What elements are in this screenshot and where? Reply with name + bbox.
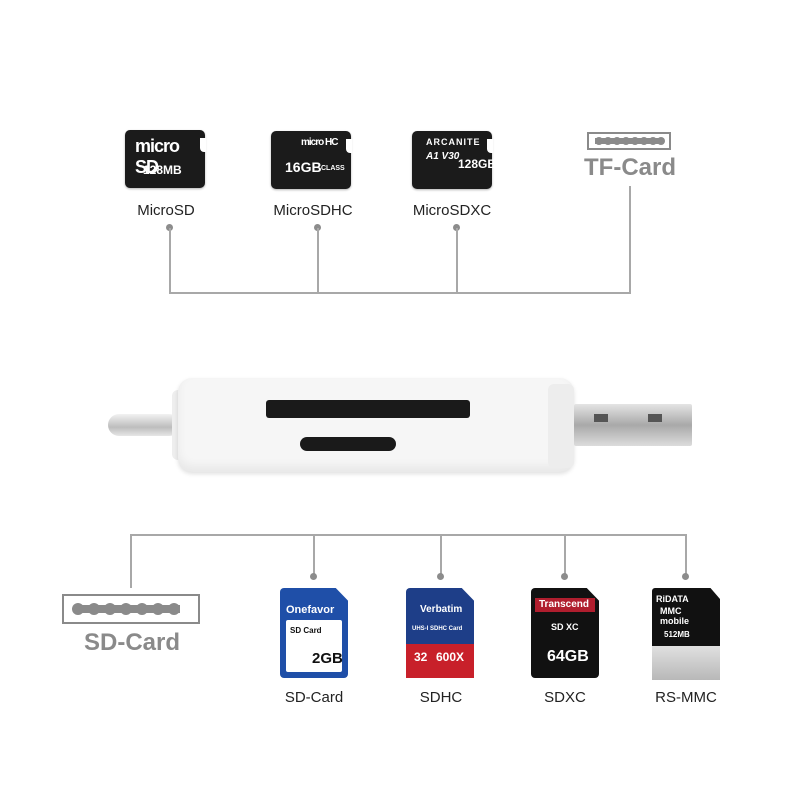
connector-line (685, 534, 687, 576)
connector-line (130, 534, 132, 588)
sd-slot (266, 400, 470, 418)
usb-a-hole (594, 414, 608, 422)
connector-line (317, 228, 319, 293)
tf-slot (300, 437, 396, 451)
microsdxc-card: ARCANITE A1 V30 128GB (412, 131, 496, 189)
card-reader-body (178, 378, 574, 472)
label-microsdxc: MicroSDXC (412, 202, 492, 219)
sdxc-card-transcend: Transcend SD XC 64GB (531, 588, 599, 678)
card-red-band (406, 644, 474, 678)
tf-card-title: TF-Card (584, 154, 676, 181)
connector-dot (682, 573, 689, 580)
connector-line (313, 534, 315, 576)
connector-line (440, 534, 442, 576)
card-red-header (535, 598, 595, 612)
usb-c-plug (108, 414, 180, 436)
connector-dot (453, 224, 460, 231)
usb-a-hole (648, 414, 662, 422)
connector-dot (166, 224, 173, 231)
connector-line (169, 228, 171, 293)
connector-line (169, 292, 631, 294)
label-sdhc: SDHC (419, 689, 463, 706)
label-rs-mmc: RS-MMC (655, 689, 717, 706)
label-sd-card: SD-Card (284, 689, 344, 706)
card-metal-base (652, 646, 720, 680)
reader-end-cap (548, 384, 574, 468)
rs-mmc-card-ridata: RiDATA MMC mobile 512MB (652, 588, 720, 680)
usb-a-plug (574, 404, 692, 446)
connector-dot (314, 224, 321, 231)
microsd-card: micro SD 128MB (125, 130, 206, 188)
tf-card-icon (587, 132, 671, 150)
card-white-panel (286, 620, 342, 672)
connector-dot (561, 573, 568, 580)
sdhc-card-verbatim: Verbatim UHS-I SDHC Card 32 600X (406, 588, 474, 678)
microsdhc-card: micro HC 16GB CLASS (271, 131, 352, 189)
connector-line (629, 186, 631, 293)
connector-dot (437, 573, 444, 580)
label-microsdhc: MicroSDHC (273, 202, 353, 219)
sd-card-title: SD-Card (84, 629, 181, 656)
connector-dot (310, 573, 317, 580)
connector-line (564, 534, 566, 576)
sd-card-onefavor: Onefavor SD Card 2GB (280, 588, 348, 678)
connector-line (130, 534, 687, 536)
sd-card-icon (62, 594, 200, 624)
label-microsd: MicroSD (137, 202, 195, 219)
label-sdxc: SDXC (544, 689, 586, 706)
connector-line (456, 228, 458, 293)
